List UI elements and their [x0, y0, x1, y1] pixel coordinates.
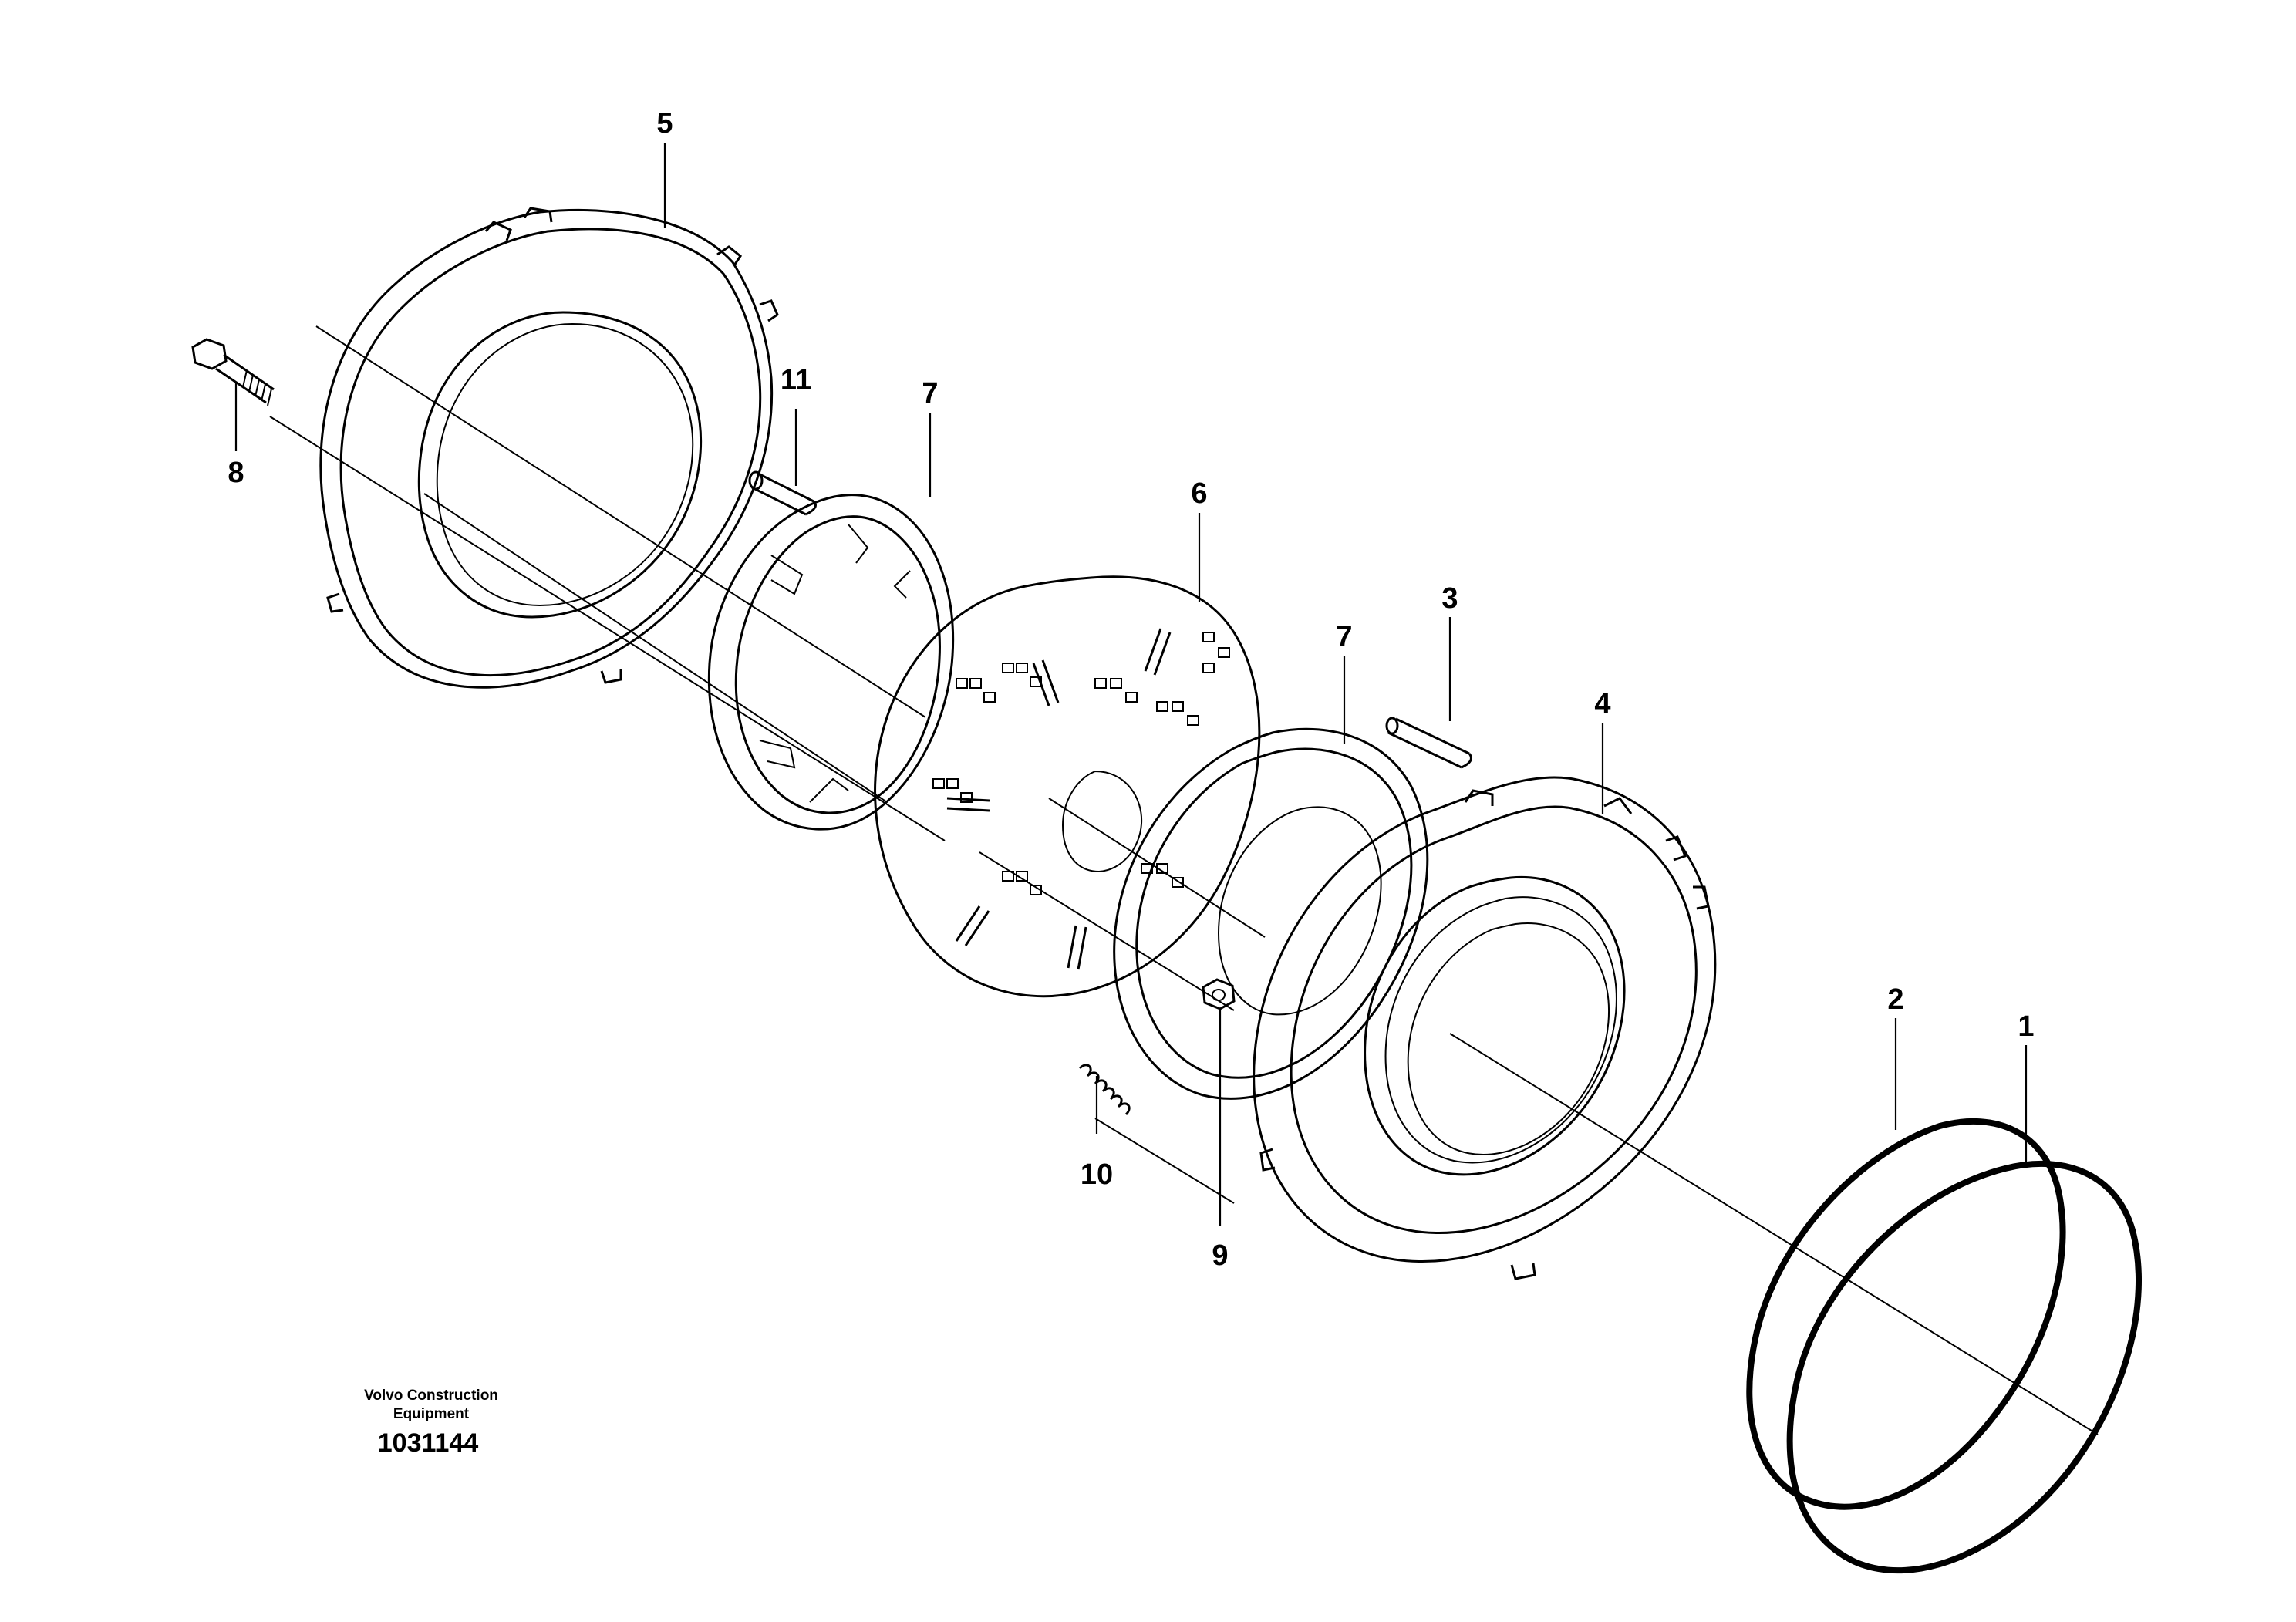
part-1-o-ring: [1786, 1160, 2142, 1574]
callout-9: 9: [1212, 1239, 1228, 1272]
part-8-bolt: [191, 338, 275, 406]
part-7-right-ring: [1113, 727, 1429, 1100]
drawing-footer: Volvo Construction Equipment 1031144: [364, 1388, 498, 1458]
callout-3: 3: [1441, 582, 1458, 615]
callout-1: 1: [2018, 1010, 2034, 1043]
callout-labels: 5 8 11 7 6 7 3 4 2 1 10 9: [228, 107, 2034, 1272]
part-6-friction-plate: [874, 575, 1261, 998]
callout-5: 5: [656, 107, 673, 140]
callout-8: 8: [228, 457, 244, 489]
callout-2: 2: [1887, 983, 1903, 1016]
part-3-pin: [1385, 717, 1472, 769]
part-2-o-ring: [1746, 1118, 2066, 1510]
callout-10: 10: [1081, 1158, 1113, 1191]
drawing-number: 1031144: [378, 1428, 479, 1458]
axis-lines: [269, 325, 2099, 1435]
part-4-piston-housing: [1253, 776, 1717, 1280]
callout-7-left: 7: [922, 377, 938, 410]
callout-11: 11: [781, 364, 811, 396]
part-10-spring: [1078, 1064, 1131, 1116]
brand-line-2: Equipment: [393, 1406, 470, 1422]
part-7-left-ring: [707, 494, 955, 831]
leader-lines: [234, 143, 2028, 1226]
callout-6: 6: [1191, 477, 1207, 510]
brand-line-1: Volvo Construction: [364, 1388, 498, 1404]
part-11-pin: [748, 470, 817, 516]
callout-7-right: 7: [1336, 621, 1352, 653]
part-9-nut: [1202, 978, 1236, 1010]
callout-4: 4: [1594, 688, 1610, 720]
part-5-outer-disc: [319, 207, 779, 689]
